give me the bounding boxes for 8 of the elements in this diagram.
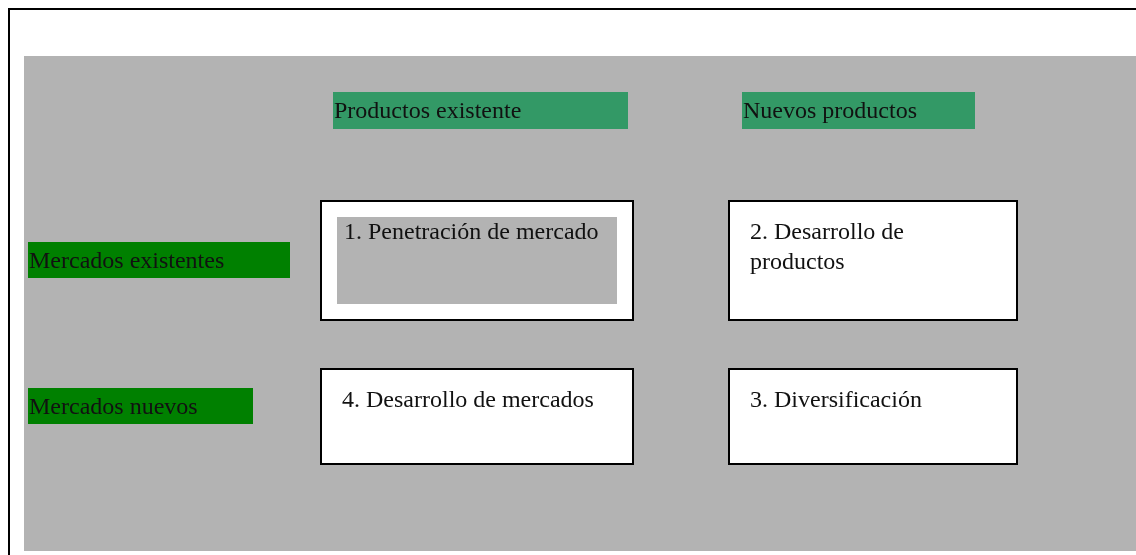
header-label: Nuevos productos <box>742 92 975 129</box>
strategy-box: 1. Penetración de mercado <box>320 200 634 321</box>
strategy-box: 2. Desarrollo de productos <box>728 200 1018 321</box>
header-label: Mercados nuevos <box>28 388 253 424</box>
strategy-box: 4. Desarrollo de mercados <box>320 368 634 465</box>
strategy-box: 3. Diversificación <box>728 368 1018 465</box>
header-label: Productos existente <box>333 92 628 129</box>
header-label: Mercados existentes <box>28 242 290 278</box>
